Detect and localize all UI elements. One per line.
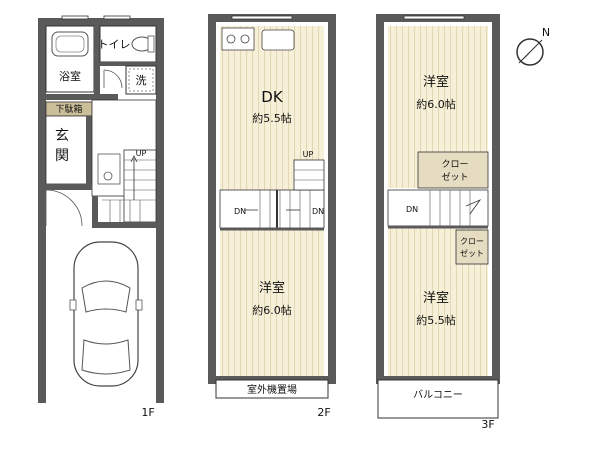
stove-icon bbox=[221, 27, 255, 51]
car-icon bbox=[69, 241, 143, 387]
sink-icon bbox=[261, 29, 295, 51]
3f-western-top-size: 約6.0帖 bbox=[416, 97, 456, 111]
1f-staircase bbox=[102, 149, 157, 223]
compass-icon: N bbox=[516, 26, 550, 66]
1f-west-wall bbox=[38, 18, 46, 403]
floor-1f: 浴室 トイレ 洗 下駄箱 玄 関 bbox=[38, 15, 164, 419]
3f-balcony-label: バルコニー bbox=[413, 389, 463, 401]
3f-closet-top bbox=[417, 151, 489, 189]
2f-stair-dn-right: DN bbox=[312, 207, 324, 216]
2f-outdoor-unit-label: 室外機置場 bbox=[247, 383, 297, 396]
2f-stair-up-label: UP bbox=[303, 150, 314, 159]
3f-closet-small-label-2: ゼット bbox=[460, 248, 484, 258]
3f-western-top-name: 洋室 bbox=[423, 74, 449, 90]
2f-staircase bbox=[219, 159, 325, 229]
1f-north-wall bbox=[38, 18, 164, 26]
floor-2f: DK 約5.5帖 UP DN DN 洋室 約6.0帖 室外機置場 bbox=[208, 14, 336, 419]
floor-3f: 洋室 約6.0帖 クロー ゼット DN 洋室 約5.5帖 クロー ゼット バルコ… bbox=[376, 14, 500, 431]
3f-closet-top-label-1: クロー bbox=[441, 159, 468, 170]
1f-east-wall bbox=[156, 18, 164, 403]
3f-balcony bbox=[377, 379, 499, 419]
1f-entrance-label-2: 関 bbox=[55, 148, 69, 164]
1f-entrance bbox=[45, 115, 93, 185]
3f-floor-label: 3F bbox=[481, 418, 494, 431]
2f-western-size: 約6.0帖 bbox=[252, 303, 292, 317]
3f-western-bottom-name: 洋室 bbox=[423, 290, 449, 306]
2f-western-room bbox=[220, 230, 324, 376]
1f-toilet-label: トイレ bbox=[98, 38, 131, 51]
1f-bath-label: 浴室 bbox=[59, 69, 81, 83]
1f-washroom bbox=[125, 65, 157, 95]
1f-floor-label: 1F bbox=[141, 406, 154, 419]
2f-dk-size: 約5.5帖 bbox=[252, 111, 292, 125]
2f-floor-label: 2F bbox=[317, 406, 330, 419]
1f-entrance-label-1: 玄 bbox=[55, 127, 69, 144]
1f-stair-up-label: UP bbox=[136, 149, 147, 158]
3f-staircase bbox=[387, 189, 489, 227]
3f-western-bottom-size: 約5.5帖 bbox=[416, 313, 456, 327]
2f-western-name: 洋室 bbox=[259, 280, 285, 296]
3f-stair-dn-label: DN bbox=[406, 205, 418, 214]
3f-closet-small-label-1: クロー bbox=[460, 237, 484, 246]
compass-north-label: N bbox=[542, 26, 550, 39]
3f-closet-small bbox=[455, 229, 489, 265]
2f-dk-name: DK bbox=[261, 88, 284, 106]
2f-outdoor-unit-area bbox=[215, 379, 329, 399]
1f-wash-label: 洗 bbox=[136, 74, 147, 87]
2f-stair-dn-left: DN bbox=[234, 207, 246, 216]
3f-closet-top-label-2: ゼット bbox=[441, 171, 468, 183]
1f-shoe-closet-label: 下駄箱 bbox=[55, 103, 82, 115]
